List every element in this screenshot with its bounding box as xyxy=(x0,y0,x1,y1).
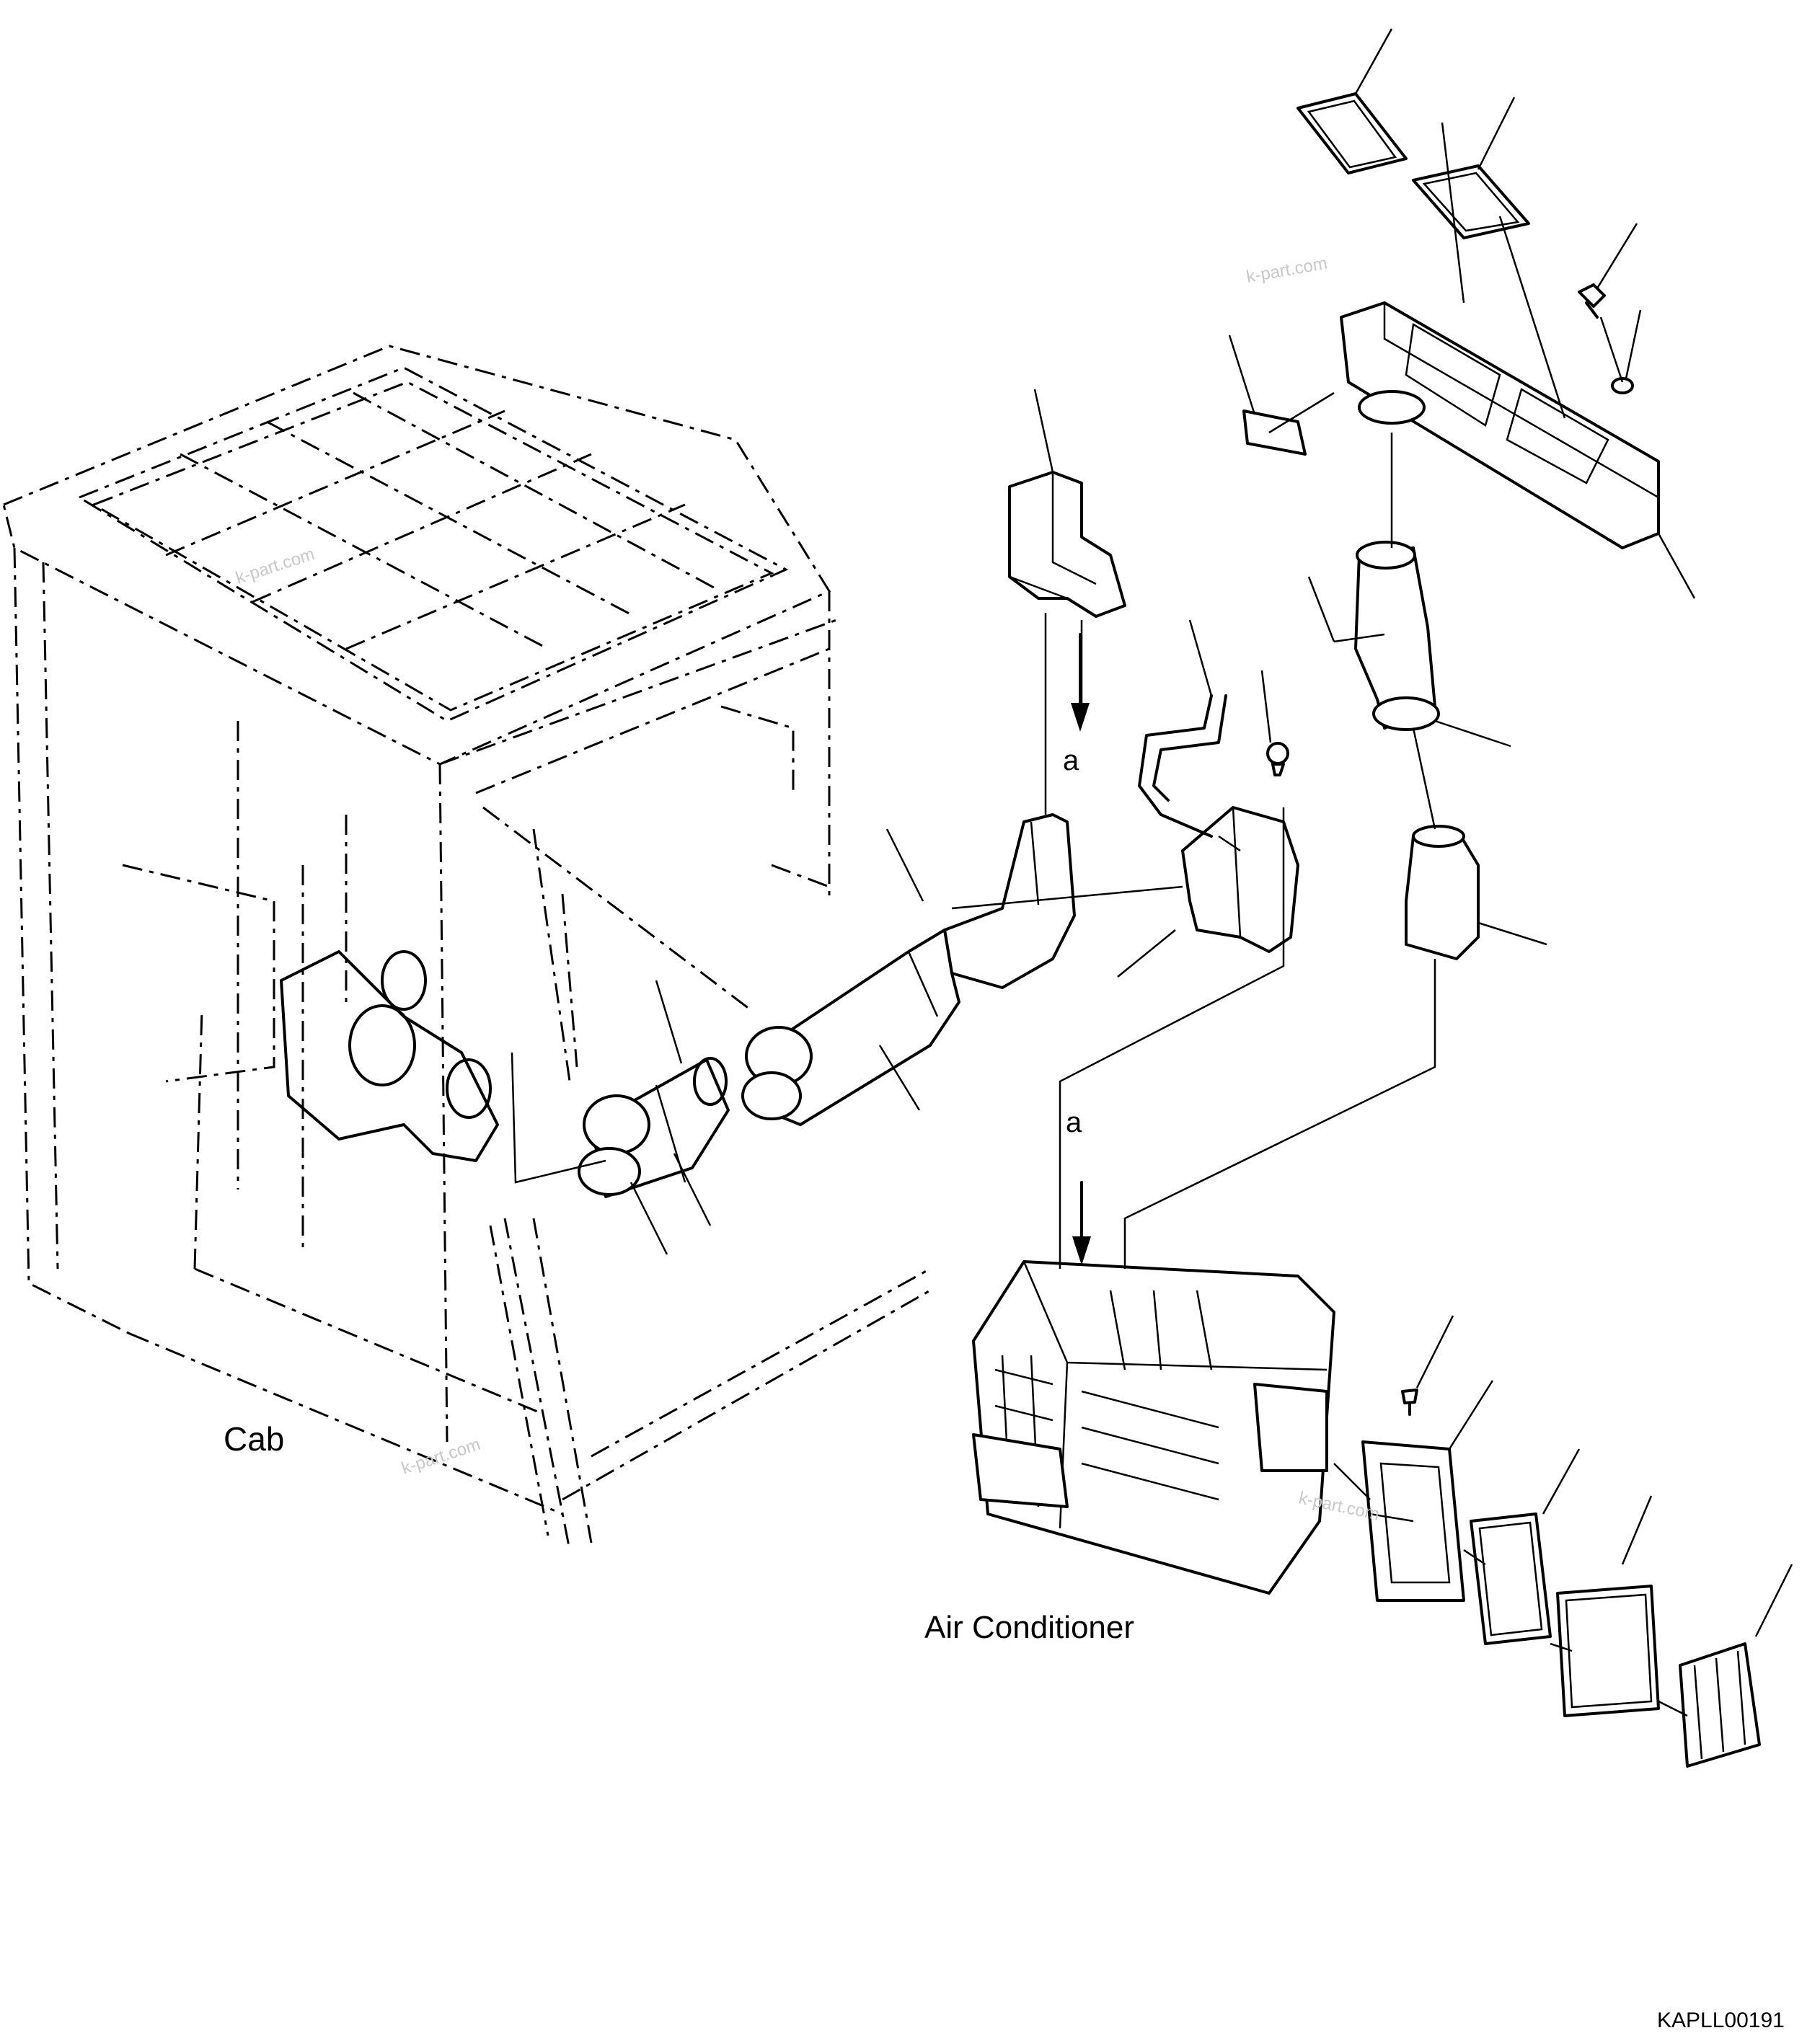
watermark-2: k-part.com xyxy=(234,544,317,588)
air-conditioner-label: Air Conditioner xyxy=(924,1610,1134,1645)
marker-a-bottom: a xyxy=(1066,1107,1082,1138)
watermark-1: k-part.com xyxy=(1245,254,1328,287)
connection-lines xyxy=(511,122,1688,1717)
cab-duct-junction xyxy=(280,950,499,1162)
elbow-right-lower xyxy=(1405,825,1480,960)
gasket-ac-2 xyxy=(1556,1585,1660,1717)
drawing-code: KAPLL00191 xyxy=(1657,2008,1785,2032)
marker-a-top: a xyxy=(1063,745,1079,776)
leader-lines xyxy=(630,28,1793,1637)
duct-connector-mid xyxy=(943,813,1076,989)
gasket-ac-1 xyxy=(1470,1512,1552,1645)
watermark-3: k-part.com xyxy=(399,1435,483,1479)
gasket-top-1 xyxy=(1296,92,1408,174)
arrow-a-top xyxy=(1071,633,1090,732)
screw-ac xyxy=(1401,1388,1418,1416)
ac-frame-panel xyxy=(1361,1440,1465,1602)
label-plate xyxy=(1242,409,1307,456)
arrow-a-bottom xyxy=(1072,1181,1091,1265)
duct-upper-elbow xyxy=(1008,471,1126,618)
air-conditioner-unit xyxy=(972,1260,1335,1595)
cab-label: Cab xyxy=(224,1420,284,1458)
bolt-top xyxy=(1578,283,1606,319)
hose-small xyxy=(1138,694,1227,838)
filter-ac xyxy=(1679,1642,1761,1768)
washer-top xyxy=(1611,377,1634,394)
top-duct-box xyxy=(1340,301,1660,549)
gasket-top-2 xyxy=(1412,164,1530,239)
duct-right-elbow xyxy=(1181,806,1299,953)
cab-frame xyxy=(2,345,931,1551)
duct-double-hose xyxy=(578,1057,730,1198)
hose-vertical-right xyxy=(1333,541,1440,731)
duct-long-section xyxy=(741,929,960,1126)
clip-screw-mid xyxy=(1266,742,1289,776)
